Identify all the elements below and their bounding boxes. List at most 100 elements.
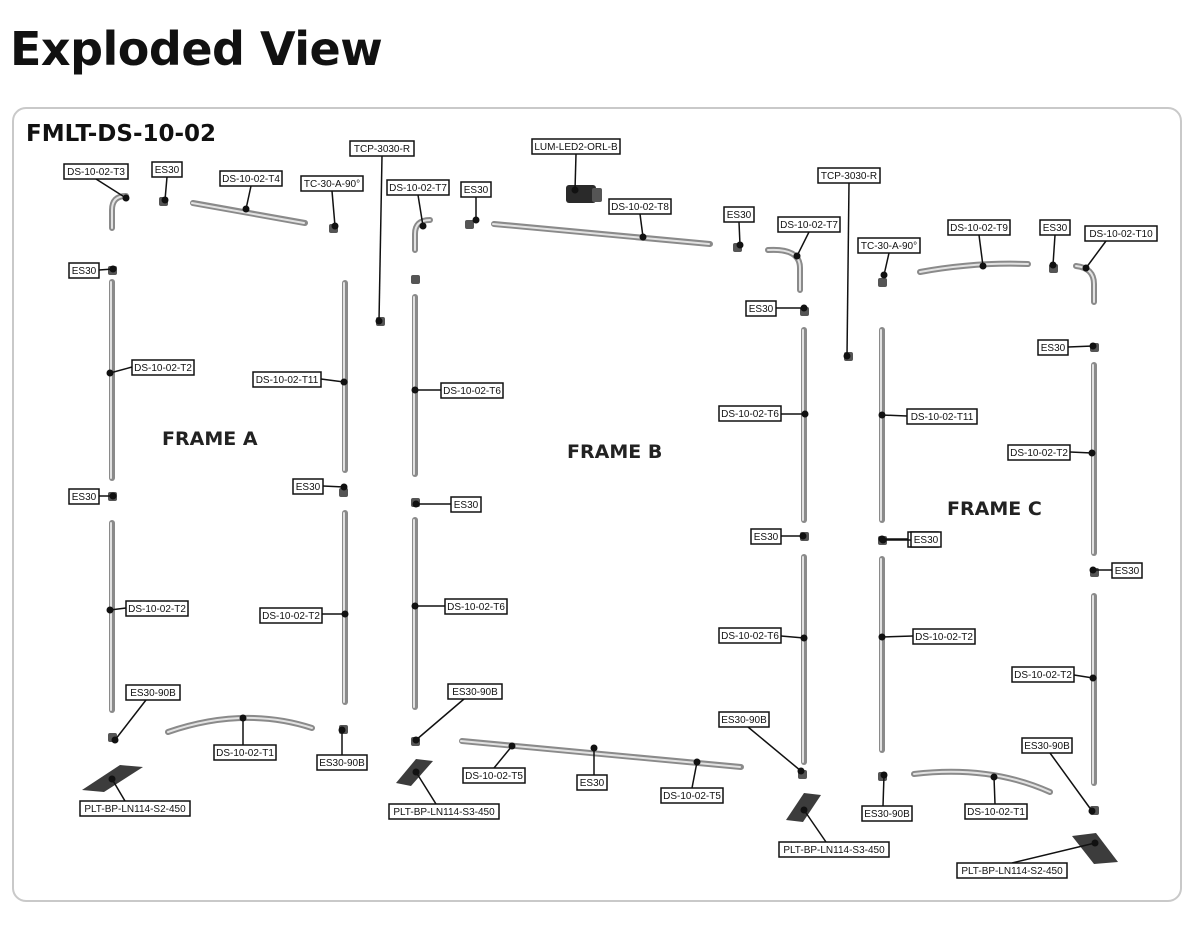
part-label: DS-10-02-T7 (780, 220, 838, 231)
part-label: ES30-90B (319, 758, 365, 769)
part-label: DS-10-02-T2 (915, 632, 973, 643)
anchor-dot (800, 634, 808, 642)
callout-box (778, 841, 890, 858)
curved-tube-highlight (919, 262, 1029, 273)
leader-line (1067, 345, 1094, 348)
callout-box (252, 371, 322, 388)
part-label: ES30 (454, 500, 479, 511)
leader-line (883, 252, 890, 276)
part-callout: PLT-BP-LN114-S2-450 (79, 775, 191, 817)
leader-line (111, 778, 126, 802)
callout-box (947, 219, 1011, 236)
part-label: DS-10-02-T2 (128, 604, 186, 615)
curved-tube-highlight (913, 770, 1051, 793)
part-label: ES30 (580, 778, 605, 789)
leader-line (803, 809, 827, 843)
part-callout: ES30-90B (316, 726, 368, 771)
part-label: DS-10-02-T2 (1014, 670, 1072, 681)
anchor-dot (412, 768, 420, 776)
tube-highlight (460, 740, 741, 768)
callout-box (316, 754, 368, 771)
part-label: DS-10-02-T3 (67, 167, 125, 178)
part-callout: ES30 (1039, 219, 1071, 269)
part-label: DS-10-02-T7 (389, 183, 447, 194)
leader-line (415, 698, 465, 741)
part-callout: ES30 (576, 744, 608, 791)
part-label: DS-10-02-T11 (256, 375, 319, 386)
leader-line (881, 635, 914, 638)
callout-box (300, 175, 364, 192)
callout-box (861, 805, 913, 822)
part-callout: DS-10-02-T3 (63, 163, 130, 202)
leader-line (331, 190, 336, 227)
curved-tube (911, 768, 1053, 795)
callout-box (1007, 444, 1071, 461)
leader-line (1085, 240, 1107, 269)
part-callout: ES30 (1089, 562, 1143, 579)
callout-box (718, 627, 782, 644)
page-title: Exploded View (10, 22, 383, 76)
part-callout: ES30-90B (412, 683, 503, 744)
part-label: PLT-BP-LN114-S2-450 (84, 804, 186, 815)
callout-box (1039, 219, 1071, 236)
leader-line (378, 155, 383, 322)
leader-line (164, 176, 168, 201)
part-label: ES30-90B (864, 809, 910, 820)
anchor-dot (1088, 807, 1096, 815)
leader-line (114, 699, 147, 741)
leader-line (978, 234, 984, 267)
part-label: ES30 (749, 304, 774, 315)
part-callout: DS-10-02-T2 (1007, 444, 1096, 461)
part-callout: DS-10-02-T2 (106, 600, 189, 617)
part-label: ES30 (727, 210, 752, 221)
part-callout: TCP-3030-R (349, 140, 415, 325)
callout-box (131, 359, 195, 376)
part-label: ES30 (1115, 566, 1140, 577)
part-callout: DS-10-02-T7 (777, 216, 841, 260)
callout-box (531, 138, 621, 155)
frame-c-label: FRAME C (947, 498, 1042, 520)
callout-box (576, 774, 608, 791)
part-label: DS-10-02-T6 (721, 409, 779, 420)
leader-line (417, 194, 424, 227)
anchor-dot (1049, 261, 1057, 269)
part-callout: DS-10-02-T8 (608, 198, 672, 241)
part-callout: ES30 (723, 206, 755, 249)
anchor-dot (472, 216, 480, 224)
part-callout: DS-10-02-T11 (252, 371, 348, 388)
callout-box (1037, 339, 1069, 356)
part-label: ES30 (914, 535, 939, 546)
part-callout: DS-10-02-T10 (1082, 225, 1158, 272)
part-callout: TC-30-A-90° (300, 175, 364, 230)
callout-box (462, 767, 526, 784)
callout-box (723, 206, 755, 223)
anchor-dot (878, 411, 886, 419)
leader-line (780, 635, 805, 639)
part-callout: ES30 (292, 478, 348, 495)
anchor-dot (106, 606, 114, 614)
part-callout: TCP-3030-R (817, 167, 881, 360)
anchor-dot (878, 633, 886, 641)
callout-box (151, 161, 183, 178)
part-callout: DS-10-02-T6 (411, 598, 508, 615)
anchor-dot (639, 233, 647, 241)
leader-line (1052, 234, 1056, 266)
anchor-dot (879, 536, 887, 544)
anchor-dot (1089, 674, 1097, 682)
part-label: DS-10-02-T4 (222, 174, 280, 185)
part-callout: DS-10-02-T1 (213, 714, 277, 761)
leader-line (881, 414, 908, 417)
anchor-dot (331, 222, 339, 230)
part-callout: LUM-LED2-ORL-B (531, 138, 621, 194)
connector-joint (465, 220, 474, 229)
part-callout: DS-10-02-T6 (718, 627, 808, 644)
leader-line (1069, 451, 1093, 454)
anchor-dot (341, 610, 349, 618)
part-callout: DS-10-02-T4 (219, 170, 283, 213)
part-callout: DS-10-02-T2 (106, 359, 195, 377)
part-label: TCP-3030-R (821, 171, 877, 182)
callout-box (292, 478, 324, 495)
part-label: ES30 (754, 532, 779, 543)
callout-box (349, 140, 415, 157)
